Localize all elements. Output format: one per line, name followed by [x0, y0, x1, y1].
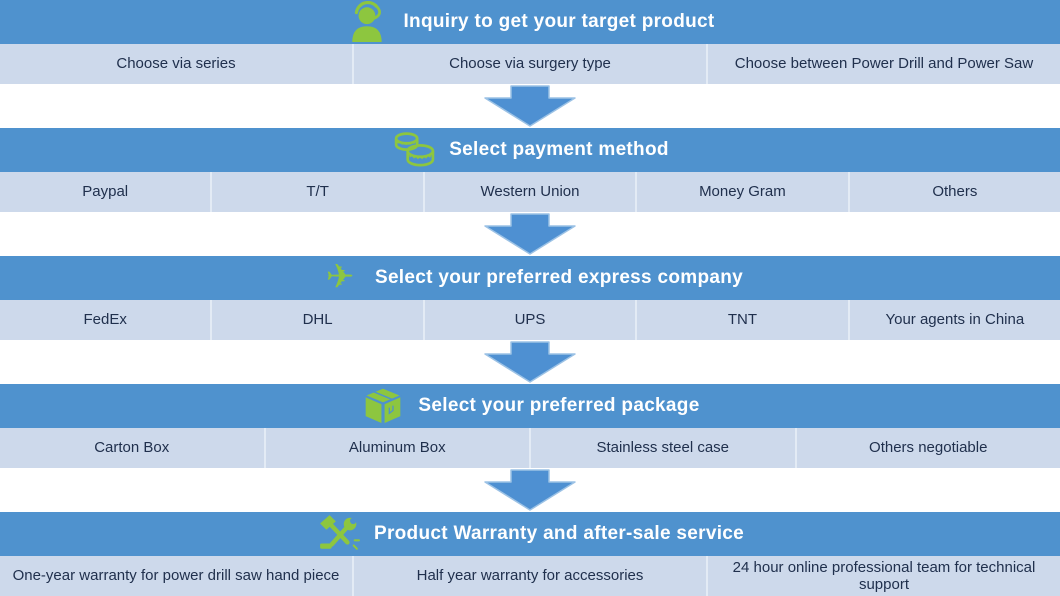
options-row-payment: Paypal T/T Western Union Money Gram Othe… [0, 172, 1060, 212]
step-header-warranty: Product Warranty and after-sale service [0, 512, 1060, 556]
step-section-express: ✈ Select your preferred express company … [0, 256, 1060, 340]
option-cell: Choose between Power Drill and Power Saw [734, 55, 1034, 73]
step-header-payment: Select payment method [0, 128, 1060, 172]
option-cell: Stainless steel case [531, 428, 797, 468]
down-arrow-icon [484, 85, 576, 127]
option-cell: Others [932, 183, 978, 201]
step-header-express: ✈ Select your preferred express company [0, 256, 1060, 300]
option-cell: T/T [212, 172, 425, 212]
option-cell: UPS [425, 300, 638, 340]
option-cell: One-year warranty for power drill saw ha… [0, 556, 354, 596]
coins-icon [391, 129, 437, 171]
step-section-payment: Select payment method Paypal T/T Western… [0, 128, 1060, 212]
option-cell: Aluminum Box [266, 428, 531, 468]
down-arrow-icon [484, 469, 576, 511]
option-cell: 24 hour online professional team for tec… [732, 558, 1036, 593]
step-section-package: Select your preferred package Carton Box… [0, 384, 1060, 468]
option-cell: Your agents in China [885, 311, 1025, 329]
step-title: Select your preferred package [418, 395, 700, 416]
option-cell: Money Gram [637, 172, 850, 212]
package-icon [360, 385, 406, 427]
options-row-package: Carton Box Aluminum Box Stainless steel … [0, 428, 1060, 468]
option-cell: Half year warranty for accessories [354, 556, 708, 596]
step-title: Select your preferred express company [374, 267, 744, 288]
down-arrow-icon [484, 213, 576, 255]
option-cell: Choose via series [0, 44, 354, 84]
step-title: Product Warranty and after-sale service [373, 523, 745, 544]
option-cell: Carton Box [0, 428, 266, 468]
flow-connector [0, 468, 1060, 512]
step-title: Inquiry to get your target product [403, 11, 715, 32]
support-agent-icon [345, 1, 391, 43]
tools-icon [316, 513, 362, 555]
step-header-inquiry: Inquiry to get your target product [0, 0, 1060, 44]
step-section-warranty: Product Warranty and after-sale service … [0, 512, 1060, 596]
option-cell: FedEx [0, 300, 213, 340]
option-cell: TNT [637, 300, 850, 340]
option-cell: Choose via surgery type [354, 44, 708, 84]
option-cell: Others negotiable [869, 439, 988, 457]
option-cell: Western Union [425, 172, 638, 212]
options-row-warranty: One-year warranty for power drill saw ha… [0, 556, 1060, 596]
step-header-package: Select your preferred package [0, 384, 1060, 428]
options-row-inquiry: Choose via series Choose via surgery typ… [0, 44, 1060, 84]
flow-connector [0, 340, 1060, 384]
step-section-inquiry: Inquiry to get your target product Choos… [0, 0, 1060, 84]
options-row-express: FedEx DHL UPS TNT Your agents in China [0, 300, 1060, 340]
airplane-icon: ✈ [325, 257, 355, 297]
flow-connector [0, 84, 1060, 128]
down-arrow-icon [484, 341, 576, 383]
flow-connector [0, 212, 1060, 256]
option-cell: Paypal [0, 172, 213, 212]
option-cell: DHL [212, 300, 425, 340]
step-title: Select payment method [449, 139, 669, 160]
